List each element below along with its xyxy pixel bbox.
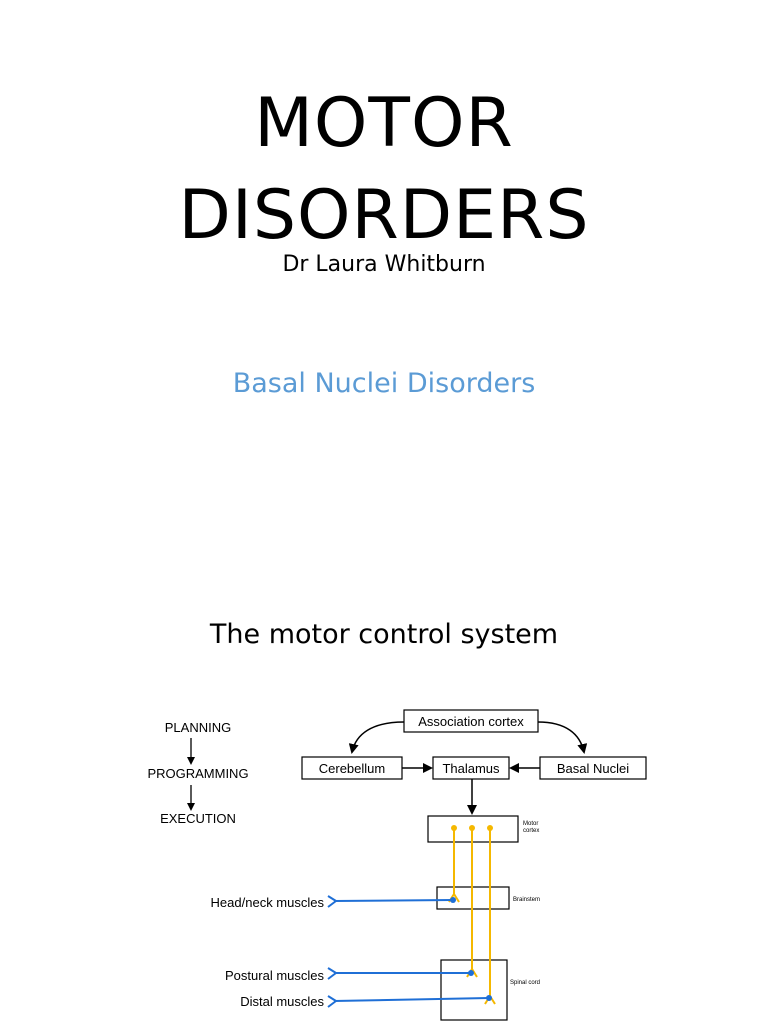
- motor-control-diagram: PLANNING PROGRAMMING EXECUTION Associati…: [147, 709, 647, 1021]
- neuron-somas: [451, 825, 493, 831]
- author-name: Dr Laura Whitburn: [282, 252, 486, 277]
- head-neck-muscles-label: Head/neck muscles: [211, 895, 325, 910]
- title-line-1: MOTOR: [254, 84, 514, 163]
- arrow-assoc-to-cerebellum: [348, 721, 405, 754]
- motor-cortex-label-line2: cortex: [523, 828, 539, 834]
- spinal-cord-label: Spinal cord: [510, 980, 540, 986]
- section-subtitle: Basal Nuclei Disorders: [232, 368, 536, 399]
- slide-title-motor-control: The motor control system: [209, 619, 559, 650]
- cerebellum-label: Cerebellum: [319, 761, 385, 776]
- stage-execution: EXECUTION: [160, 811, 236, 826]
- basal-nuclei-label: Basal Nuclei: [557, 761, 629, 776]
- stage-planning: PLANNING: [165, 720, 231, 735]
- distal-muscles-label: Distal muscles: [240, 994, 324, 1009]
- title-line-2: DISORDERS: [178, 176, 590, 255]
- motor-control-slide: The motor control system PLANNING PROGRA…: [0, 512, 768, 1024]
- lower-motor-neurons: [327, 895, 490, 1008]
- association-cortex-box: [403, 709, 539, 733]
- thalamus-label: Thalamus: [442, 761, 500, 776]
- title-slide: MOTOR DISORDERS Dr Laura Whitburn Basal …: [0, 78, 768, 399]
- postural-muscles-label: Postural muscles: [225, 968, 324, 983]
- motor-cortex-label-line1: Motor: [523, 821, 538, 827]
- brainstem-label: Brainstem: [513, 897, 540, 903]
- motor-cortex-label: Motor cortex: [523, 821, 540, 834]
- spinal-cord-box: [440, 959, 508, 1021]
- arrow-assoc-to-basal-nuclei: [537, 721, 588, 754]
- lower-motor-neuron-somas: [450, 897, 492, 1001]
- stage-programming: PROGRAMMING: [147, 766, 248, 781]
- association-cortex-label: Association cortex: [418, 714, 524, 729]
- slide-title: MOTOR DISORDERS: [0, 78, 768, 262]
